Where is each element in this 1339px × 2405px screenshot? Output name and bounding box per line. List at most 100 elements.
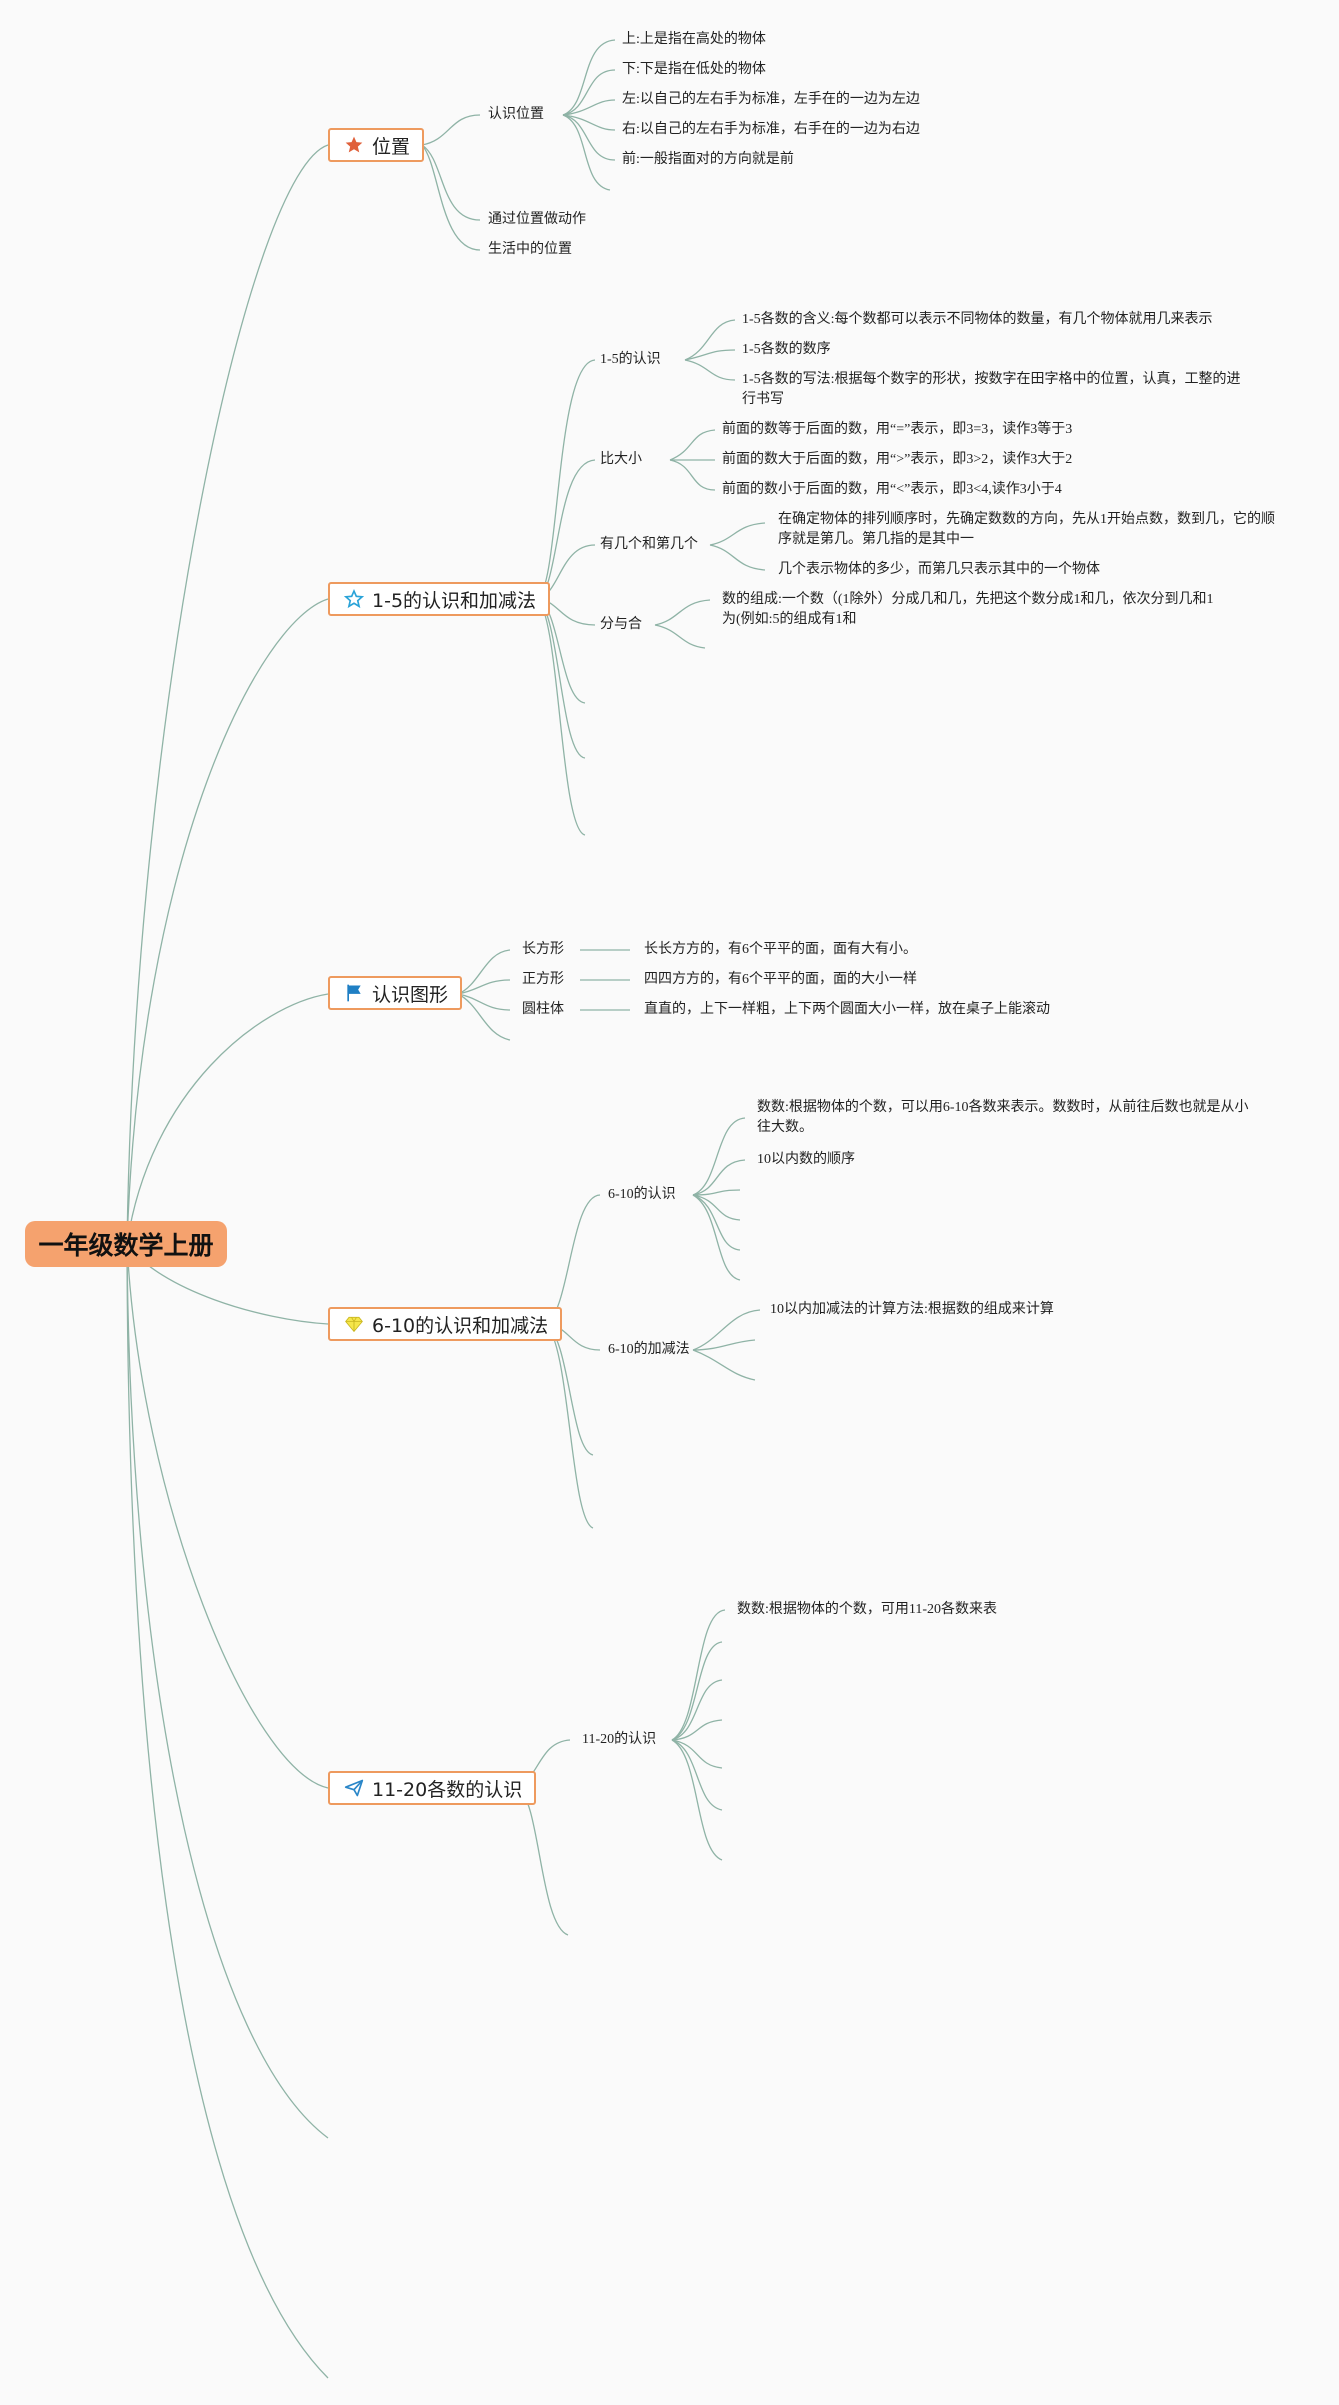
link-n1120-e1 [671, 1641, 723, 1741]
link-root-b1 [126, 144, 329, 1245]
link-pos-front [562, 114, 616, 161]
link-b2-empty3 [536, 598, 586, 836]
root-node[interactable]: 一年级数学上册 [25, 1221, 227, 1267]
link-n610-e5 [692, 1339, 756, 1351]
branch-position-label: 位置 [372, 135, 411, 158]
branch-6-10-label: 6-10的认识和加减法 [372, 1314, 549, 1337]
link-b3-cyl [457, 993, 511, 1011]
detail-rectangle[interactable]: 长长方方的，有6个平平的面，面有大有小。 [644, 942, 917, 957]
link-n610-count [692, 1117, 746, 1196]
star-outline-icon [344, 589, 364, 609]
link-root-b3 [126, 993, 329, 1245]
detail-howmany-count[interactable]: 几个表示物体的多少，而第几只表示其中的一个物体 [778, 562, 1100, 577]
link-root-b5 [126, 1243, 329, 1789]
link-b3-empty [457, 993, 511, 1041]
link-b3-square [457, 979, 511, 995]
link-n15-meaning [684, 319, 736, 361]
detail-howmany-ordinal[interactable]: 在确定物体的排列顺序时，先确定数数的方向，先从1开始点数，数到几，它的顺序就是第… [778, 512, 1275, 547]
link-n1120-e3 [671, 1719, 723, 1741]
link-b5-empty [517, 1787, 569, 1936]
detail-up[interactable]: 上:上是指在高处的物体 [622, 32, 766, 47]
link-n1120-e6 [671, 1739, 723, 1861]
flag-icon [344, 983, 364, 1003]
link-howmany-ordinal [709, 522, 766, 546]
detail-front[interactable]: 前:一般指面对的方向就是前 [622, 152, 794, 167]
topic-position-action[interactable]: 通过位置做动作 [488, 212, 586, 227]
link-n610-e1 [692, 1189, 741, 1196]
link-n15-writing [684, 359, 736, 381]
branch-11-20[interactable]: 11-20各数的认识 [328, 1771, 537, 1805]
topic-6-10-recognize[interactable]: 6-10的认识 [608, 1187, 676, 1202]
link-b4-empty1 [544, 1323, 594, 1456]
topic-compare[interactable]: 比大小 [600, 452, 642, 467]
branch-position[interactable]: 位置 [328, 128, 425, 162]
link-root-empty1 [126, 1243, 329, 2139]
detail-split-compose[interactable]: 数的组成:一个数（(1除外）分成几和几，先把这个数分成1和几，依次分到几和1为(… [722, 592, 1214, 627]
topic-cylinder[interactable]: 圆柱体 [522, 1002, 564, 1017]
topic-howmany[interactable]: 有几个和第几个 [600, 537, 698, 552]
link-n1120-e2 [671, 1679, 723, 1741]
branch-shapes[interactable]: 认识图形 [328, 976, 463, 1010]
diamond-icon [344, 1314, 364, 1334]
detail-compare-less[interactable]: 前面的数小于后面的数，用“<”表示，即3<4,读作3小于4 [722, 482, 1062, 497]
detail-11-20-count[interactable]: 数数:根据物体的个数，可用11-20各数来表 [737, 1602, 998, 1617]
link-root-empty2 [126, 1243, 329, 2379]
link-howmany-count [709, 544, 766, 571]
topic-square[interactable]: 正方形 [522, 972, 564, 987]
link-split-compose [654, 599, 711, 626]
link-b2-compare [536, 459, 596, 600]
link-root-b2 [126, 598, 329, 1245]
link-n15-order [684, 349, 736, 361]
detail-1-5-writing[interactable]: 1-5各数的写法:根据每个数字的形状，按数字在田字格中的位置，认真，工整的进行书… [742, 372, 1241, 407]
link-b1-life [421, 144, 481, 251]
link-pos-left [562, 99, 616, 116]
link-n610-e2 [692, 1194, 741, 1221]
topic-position-life[interactable]: 生活中的位置 [488, 242, 572, 257]
link-n610-e4 [692, 1194, 741, 1281]
link-n1120-e4 [671, 1739, 723, 1769]
link-n1120-e5 [671, 1739, 723, 1811]
link-n1120-count [671, 1609, 726, 1741]
link-b1-recognize [421, 114, 481, 146]
detail-6-10-method[interactable]: 10以内加减法的计算方法:根据数的组成来计算 [770, 1302, 1054, 1317]
topic-6-10-addsub[interactable]: 6-10的加减法 [608, 1342, 690, 1357]
link-b4-empty2 [544, 1323, 594, 1529]
detail-compare-greater[interactable]: 前面的数大于后面的数，用“>”表示，即3>2，读作3大于2 [722, 452, 1073, 467]
branch-shapes-label: 认识图形 [372, 983, 449, 1006]
topic-recognize-position[interactable]: 认识位置 [488, 107, 544, 122]
link-n610-e3 [692, 1194, 741, 1251]
link-cmp-equal [669, 429, 716, 461]
detail-square[interactable]: 四四方方的，有6个平平的面，面的大小一样 [644, 972, 917, 987]
star-filled-icon [344, 135, 364, 155]
topic-rectangle[interactable]: 长方形 [522, 942, 564, 957]
link-n610-method [692, 1309, 761, 1351]
link-n610-order [692, 1159, 746, 1196]
paper-plane-icon [344, 1778, 364, 1798]
topic-1-5-recognize[interactable]: 1-5的认识 [600, 352, 661, 367]
detail-compare-equal[interactable]: 前面的数等于后面的数，用“=”表示，即3=3，读作3等于3 [722, 422, 1073, 437]
link-pos-right [562, 114, 616, 131]
detail-1-5-order[interactable]: 1-5各数的数序 [742, 342, 831, 357]
link-b3-rect [457, 949, 511, 995]
branch-1-5[interactable]: 1-5的认识和加减法 [328, 582, 551, 616]
link-cmp-less [669, 459, 716, 491]
link-b4-recognize [544, 1194, 601, 1325]
link-b1-action [421, 144, 481, 221]
detail-6-10-order[interactable]: 10以内数的顺序 [757, 1152, 855, 1167]
topic-11-20-recognize[interactable]: 11-20的认识 [582, 1732, 657, 1747]
detail-6-10-count[interactable]: 数数:根据物体的个数，可以用6-10各数来表示。数数时，从前往后数也就是从小往大… [757, 1100, 1249, 1135]
branch-6-10[interactable]: 6-10的认识和加减法 [328, 1307, 563, 1341]
detail-left[interactable]: 左:以自己的左右手为标准，左手在的一边为左边 [622, 92, 920, 107]
detail-1-5-meaning[interactable]: 1-5各数的含义:每个数都可以表示不同物体的数量，有几个物体就用几来表示 [742, 312, 1213, 327]
topic-split-combine[interactable]: 分与合 [600, 617, 642, 632]
detail-right[interactable]: 右:以自己的左右手为标准，右手在的一边为右边 [622, 122, 920, 137]
link-pos-empty [562, 114, 611, 191]
link-pos-down [562, 69, 616, 116]
detail-cylinder[interactable]: 直直的，上下一样粗，上下两个圆面大小一样，放在桌子上能滚动 [644, 1002, 1050, 1017]
branch-11-20-label: 11-20各数的认识 [372, 1778, 523, 1801]
branch-1-5-label: 1-5的认识和加减法 [372, 589, 537, 612]
detail-down[interactable]: 下:下是指在低处的物体 [622, 62, 766, 77]
link-pos-up [562, 39, 616, 116]
